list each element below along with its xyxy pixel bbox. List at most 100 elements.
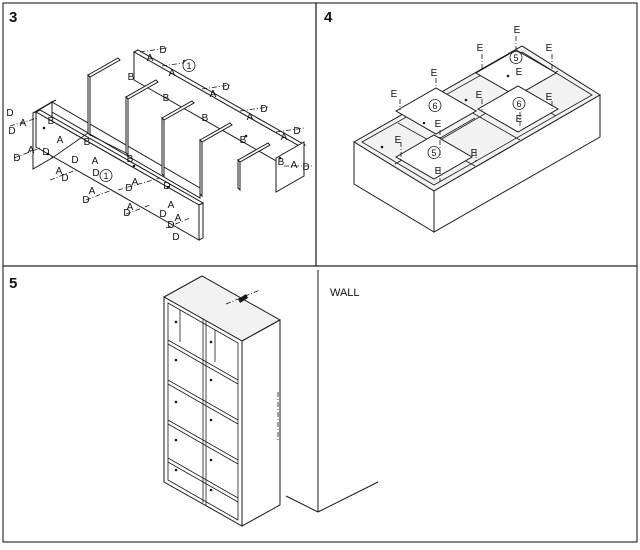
inner-line-1 <box>51 132 89 159</box>
part-label-a: A <box>132 177 139 188</box>
part-label-d: D <box>172 232 179 243</box>
part-label-e: E <box>477 43 484 54</box>
part-label-a: A <box>57 135 64 146</box>
part-label-d: D <box>260 104 267 115</box>
part-label-b: B <box>127 154 134 165</box>
right-end-panel <box>275 141 305 193</box>
shelf-pin <box>174 358 178 362</box>
part-label-e: E <box>435 166 442 177</box>
callout-number: 5 <box>431 148 436 158</box>
dowel-line <box>13 147 41 159</box>
part-label-e: E <box>546 92 553 103</box>
dowel-line <box>239 106 269 112</box>
shelf-pin <box>174 400 178 404</box>
dowel-hole <box>166 185 170 189</box>
cross-divider-1-top <box>87 57 121 78</box>
callout-circle <box>509 51 523 64</box>
inner-line-2 <box>89 134 127 154</box>
dowel-line <box>139 47 168 53</box>
dowel-hole <box>464 98 468 102</box>
shelf-2 <box>167 379 239 421</box>
part-label-a: A <box>147 53 154 64</box>
part-label-d: D <box>8 126 15 137</box>
dowel-line <box>125 204 151 215</box>
part-label-e: E <box>391 89 398 100</box>
dowel-hole <box>244 134 248 138</box>
part-label-e: E <box>431 68 438 79</box>
part-label-e: E <box>395 135 402 146</box>
part-label-d: D <box>167 220 174 231</box>
step-5-upright-cabinet <box>162 270 379 527</box>
cabinet-side <box>241 319 281 527</box>
callout-1: 1 <box>99 169 113 182</box>
shelf-5-back <box>474 49 558 97</box>
callout-5: 5 <box>509 51 523 64</box>
callout-circle <box>427 146 441 159</box>
wall-anchor-line <box>225 289 261 305</box>
part-label-d: D <box>6 108 13 119</box>
cabinet-inner-rim <box>361 51 593 186</box>
part-label-a: A <box>169 68 176 79</box>
part-label-a: A <box>291 160 298 171</box>
shelf-pin <box>209 378 213 382</box>
dowel-hole <box>422 121 426 125</box>
part-label-b: B <box>48 116 55 127</box>
part-label-a: A <box>168 200 175 211</box>
part-label-a: A <box>28 145 35 156</box>
dowel-line <box>165 217 191 229</box>
shelf-pin <box>174 468 178 472</box>
wall-floor-line-right <box>317 481 379 513</box>
cross-divider-3 <box>161 116 165 178</box>
wall-floor-line-left <box>285 495 319 513</box>
part-label-a: A <box>210 89 217 100</box>
dowel-hole <box>380 145 384 149</box>
shelf-4 <box>167 457 239 499</box>
shelf-3 <box>167 419 239 461</box>
part-label-b: B <box>240 135 247 146</box>
part-label-b: B <box>202 113 209 124</box>
part-label-d: D <box>71 155 78 166</box>
callout-circle <box>512 97 526 110</box>
part-label-b: B <box>84 137 91 148</box>
part-label-d: D <box>159 209 166 220</box>
dowel-hole <box>506 74 510 78</box>
part-label-d: D <box>222 82 229 93</box>
part-label-a: A <box>127 202 134 213</box>
part-label-d: D <box>42 147 49 158</box>
callout-number: 6 <box>432 101 437 111</box>
callout-number: 1 <box>103 171 108 181</box>
callout-circle <box>182 59 196 72</box>
dowel-hole <box>278 156 282 160</box>
wall-label: WALL <box>330 287 360 299</box>
shelf-2-edge <box>167 383 239 425</box>
shelf-pin <box>209 458 213 462</box>
step-4-cabinet <box>353 36 601 233</box>
part-label-e: E <box>516 114 523 125</box>
part-label-a: A <box>92 156 99 167</box>
shelf-4-edge <box>167 461 239 503</box>
part-label-a: A <box>175 213 182 224</box>
part-label-e: E <box>471 148 478 159</box>
callout-number: 6 <box>516 99 521 109</box>
part-label-b: B <box>278 157 285 168</box>
cabinet-side-face <box>433 94 601 233</box>
step-5-number: 5 <box>9 275 17 292</box>
panel-step-5-frame <box>2 265 638 543</box>
panel-borders <box>2 2 638 543</box>
part-label-e: E <box>435 119 442 130</box>
part-label-e: E <box>516 67 523 78</box>
part-label-d: D <box>163 181 170 192</box>
shelf-pin <box>174 438 178 442</box>
callout-5: 5 <box>427 146 441 159</box>
part-label-d: D <box>123 208 130 219</box>
dowel-line <box>9 117 39 127</box>
front-panel-end <box>198 202 204 241</box>
step-4-number: 4 <box>324 9 333 26</box>
shelf-3-edge <box>167 423 239 465</box>
callout-number: 1 <box>186 61 191 71</box>
shelf-pin <box>174 320 178 324</box>
cross-divider-1 <box>87 73 91 137</box>
shelf-1-edge <box>167 343 239 385</box>
